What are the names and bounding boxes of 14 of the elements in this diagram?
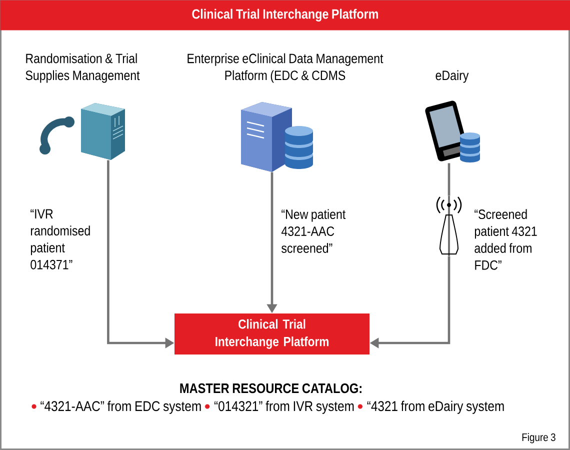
edge-label: “Screened patient 4321 added from FDC”	[474, 209, 537, 270]
title-band: Clinical Trial Interchange Platform	[0, 0, 570, 30]
edge-label: “New patient 4321-AAC screened”	[281, 209, 346, 253]
antenna-icon	[436, 196, 462, 256]
heading: Enterprise eClinical Data Management Platform (EDC & CDMS	[188, 53, 384, 83]
edge-label: “IVR randomised patient 014371”	[30, 209, 90, 270]
platform-box: Clinical Trial Interchange Platform	[174, 314, 370, 354]
catalog-entry: “4321 from eDairy system	[367, 400, 504, 414]
figure-number: Figure 3	[522, 433, 556, 444]
catalog-heading: MASTER RESOURCE CATALOG:	[180, 383, 362, 394]
catalog-entry: “4321-AAC” from EDC system	[40, 400, 201, 414]
catalog-entry: “014321” from IVR system	[214, 400, 354, 414]
heading: Randomisation & Trial Supplies Management	[26, 53, 140, 83]
heading: eDairy	[436, 70, 469, 83]
